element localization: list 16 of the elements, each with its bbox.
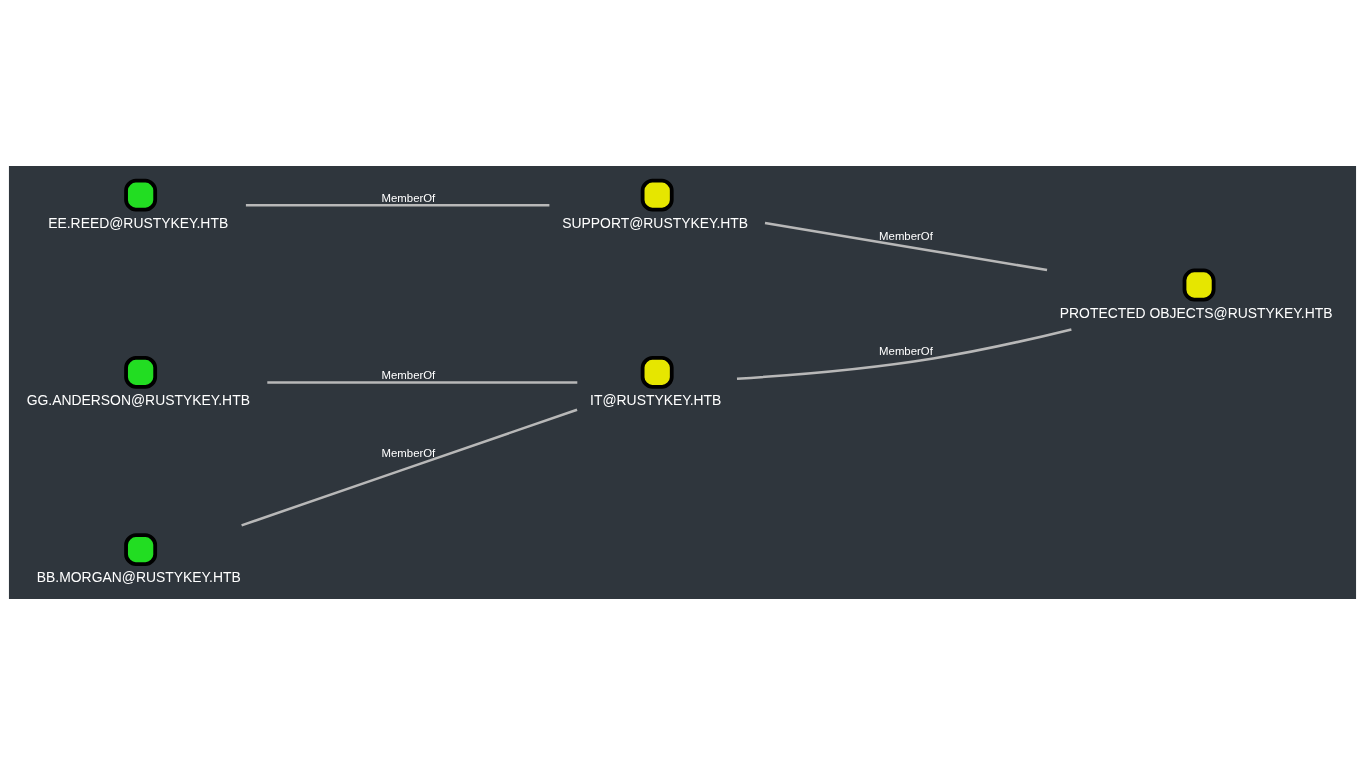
node-label: IT@RUSTYKEY.HTB: [590, 391, 722, 408]
connector: [764, 221, 1048, 271]
connector: [245, 203, 550, 206]
connector: [241, 408, 578, 527]
connector: [736, 327, 1072, 380]
node-label: SUPPORT@RUSTYKEY.HTB: [562, 214, 749, 231]
node-label: GG.ANDERSON@RUSTYKEY.HTB: [26, 391, 250, 408]
edge-label: MemberOf: [381, 368, 436, 381]
node-label: EE.REED@RUSTYKEY.HTB: [48, 214, 229, 231]
edge-label: MemberOf: [381, 191, 436, 204]
node-label: BB.MORGAN@RUSTYKEY.HTB: [36, 568, 241, 585]
edge-label: MemberOf: [381, 446, 436, 459]
edge-label: MemberOf: [879, 229, 933, 242]
node-label: PROTECTED OBJECTS@RUSTYKEY.HTB: [1059, 304, 1333, 321]
connector: [267, 380, 578, 384]
edge-label: MemberOf: [879, 344, 933, 357]
